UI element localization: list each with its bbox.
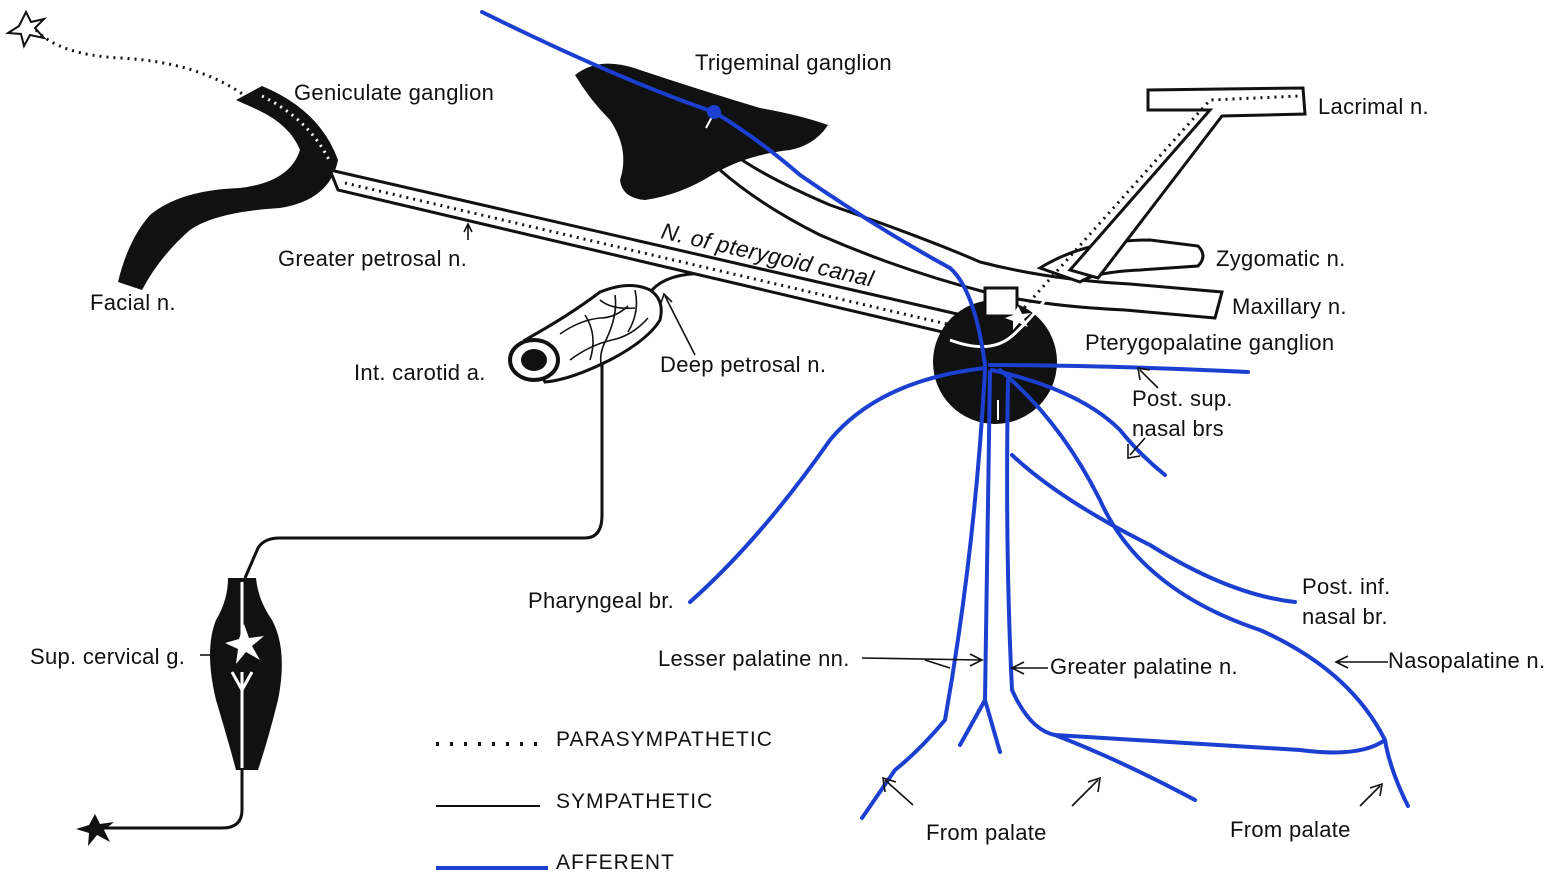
label-nasopalatine-n: Nasopalatine n. [1388, 648, 1545, 673]
legend-afferent-label: AFFERENT [556, 851, 675, 873]
label-lesser-palatine-nn: Lesser palatine nn. [658, 646, 850, 671]
legend-sympathetic-label: SYMPATHETIC [556, 790, 713, 813]
label-deep-petrosal-n: Deep petrosal n. [660, 352, 826, 377]
label-trigeminal-ganglion: Trigeminal ganglion [695, 50, 892, 75]
legend: PARASYMPATHETIC SYMPATHETIC AFFERENT [436, 728, 773, 873]
label-geniculate-ganglion: Geniculate ganglion [294, 80, 494, 105]
pterygopalatine-ganglion [933, 288, 1057, 424]
sup-cervical-ganglion [210, 578, 282, 770]
label-pterygopalatine-ganglion: Pterygopalatine ganglion [1085, 330, 1334, 355]
label-zygomatic-n: Zygomatic n. [1216, 246, 1346, 271]
sympathetic-origin-star-icon [76, 814, 114, 846]
label-from-palate-right: From palate [1230, 817, 1351, 842]
label-pharyngeal-br: Pharyngeal br. [528, 588, 674, 613]
legend-parasympathetic-label: PARASYMPATHETIC [556, 728, 773, 751]
label-post-sup-nasal-brs-2: nasal brs [1132, 416, 1224, 441]
label-int-carotid-a: Int. carotid a. [354, 360, 486, 385]
parasympathetic-origin-star-icon [8, 12, 44, 46]
label-sup-cervical-g: Sup. cervical g. [30, 644, 185, 669]
trigeminal-ganglion [575, 64, 828, 200]
label-lacrimal-n: Lacrimal n. [1318, 94, 1429, 119]
parasympathetic-pathway [8, 12, 248, 98]
label-post-inf-nasal-br-2: nasal br. [1302, 604, 1388, 629]
label-post-sup-nasal-brs-1: Post. sup. [1132, 386, 1233, 411]
label-greater-palatine-n: Greater palatine n. [1050, 654, 1238, 679]
label-facial-n: Facial n. [90, 290, 176, 315]
internal-carotid-artery [510, 285, 661, 382]
label-from-palate-left: From palate [926, 820, 1047, 845]
label-post-inf-nasal-br-1: Post. inf. [1302, 574, 1391, 599]
label-greater-petrosal-n: Greater petrosal n. [278, 246, 467, 271]
label-maxillary-n: Maxillary n. [1232, 294, 1347, 319]
